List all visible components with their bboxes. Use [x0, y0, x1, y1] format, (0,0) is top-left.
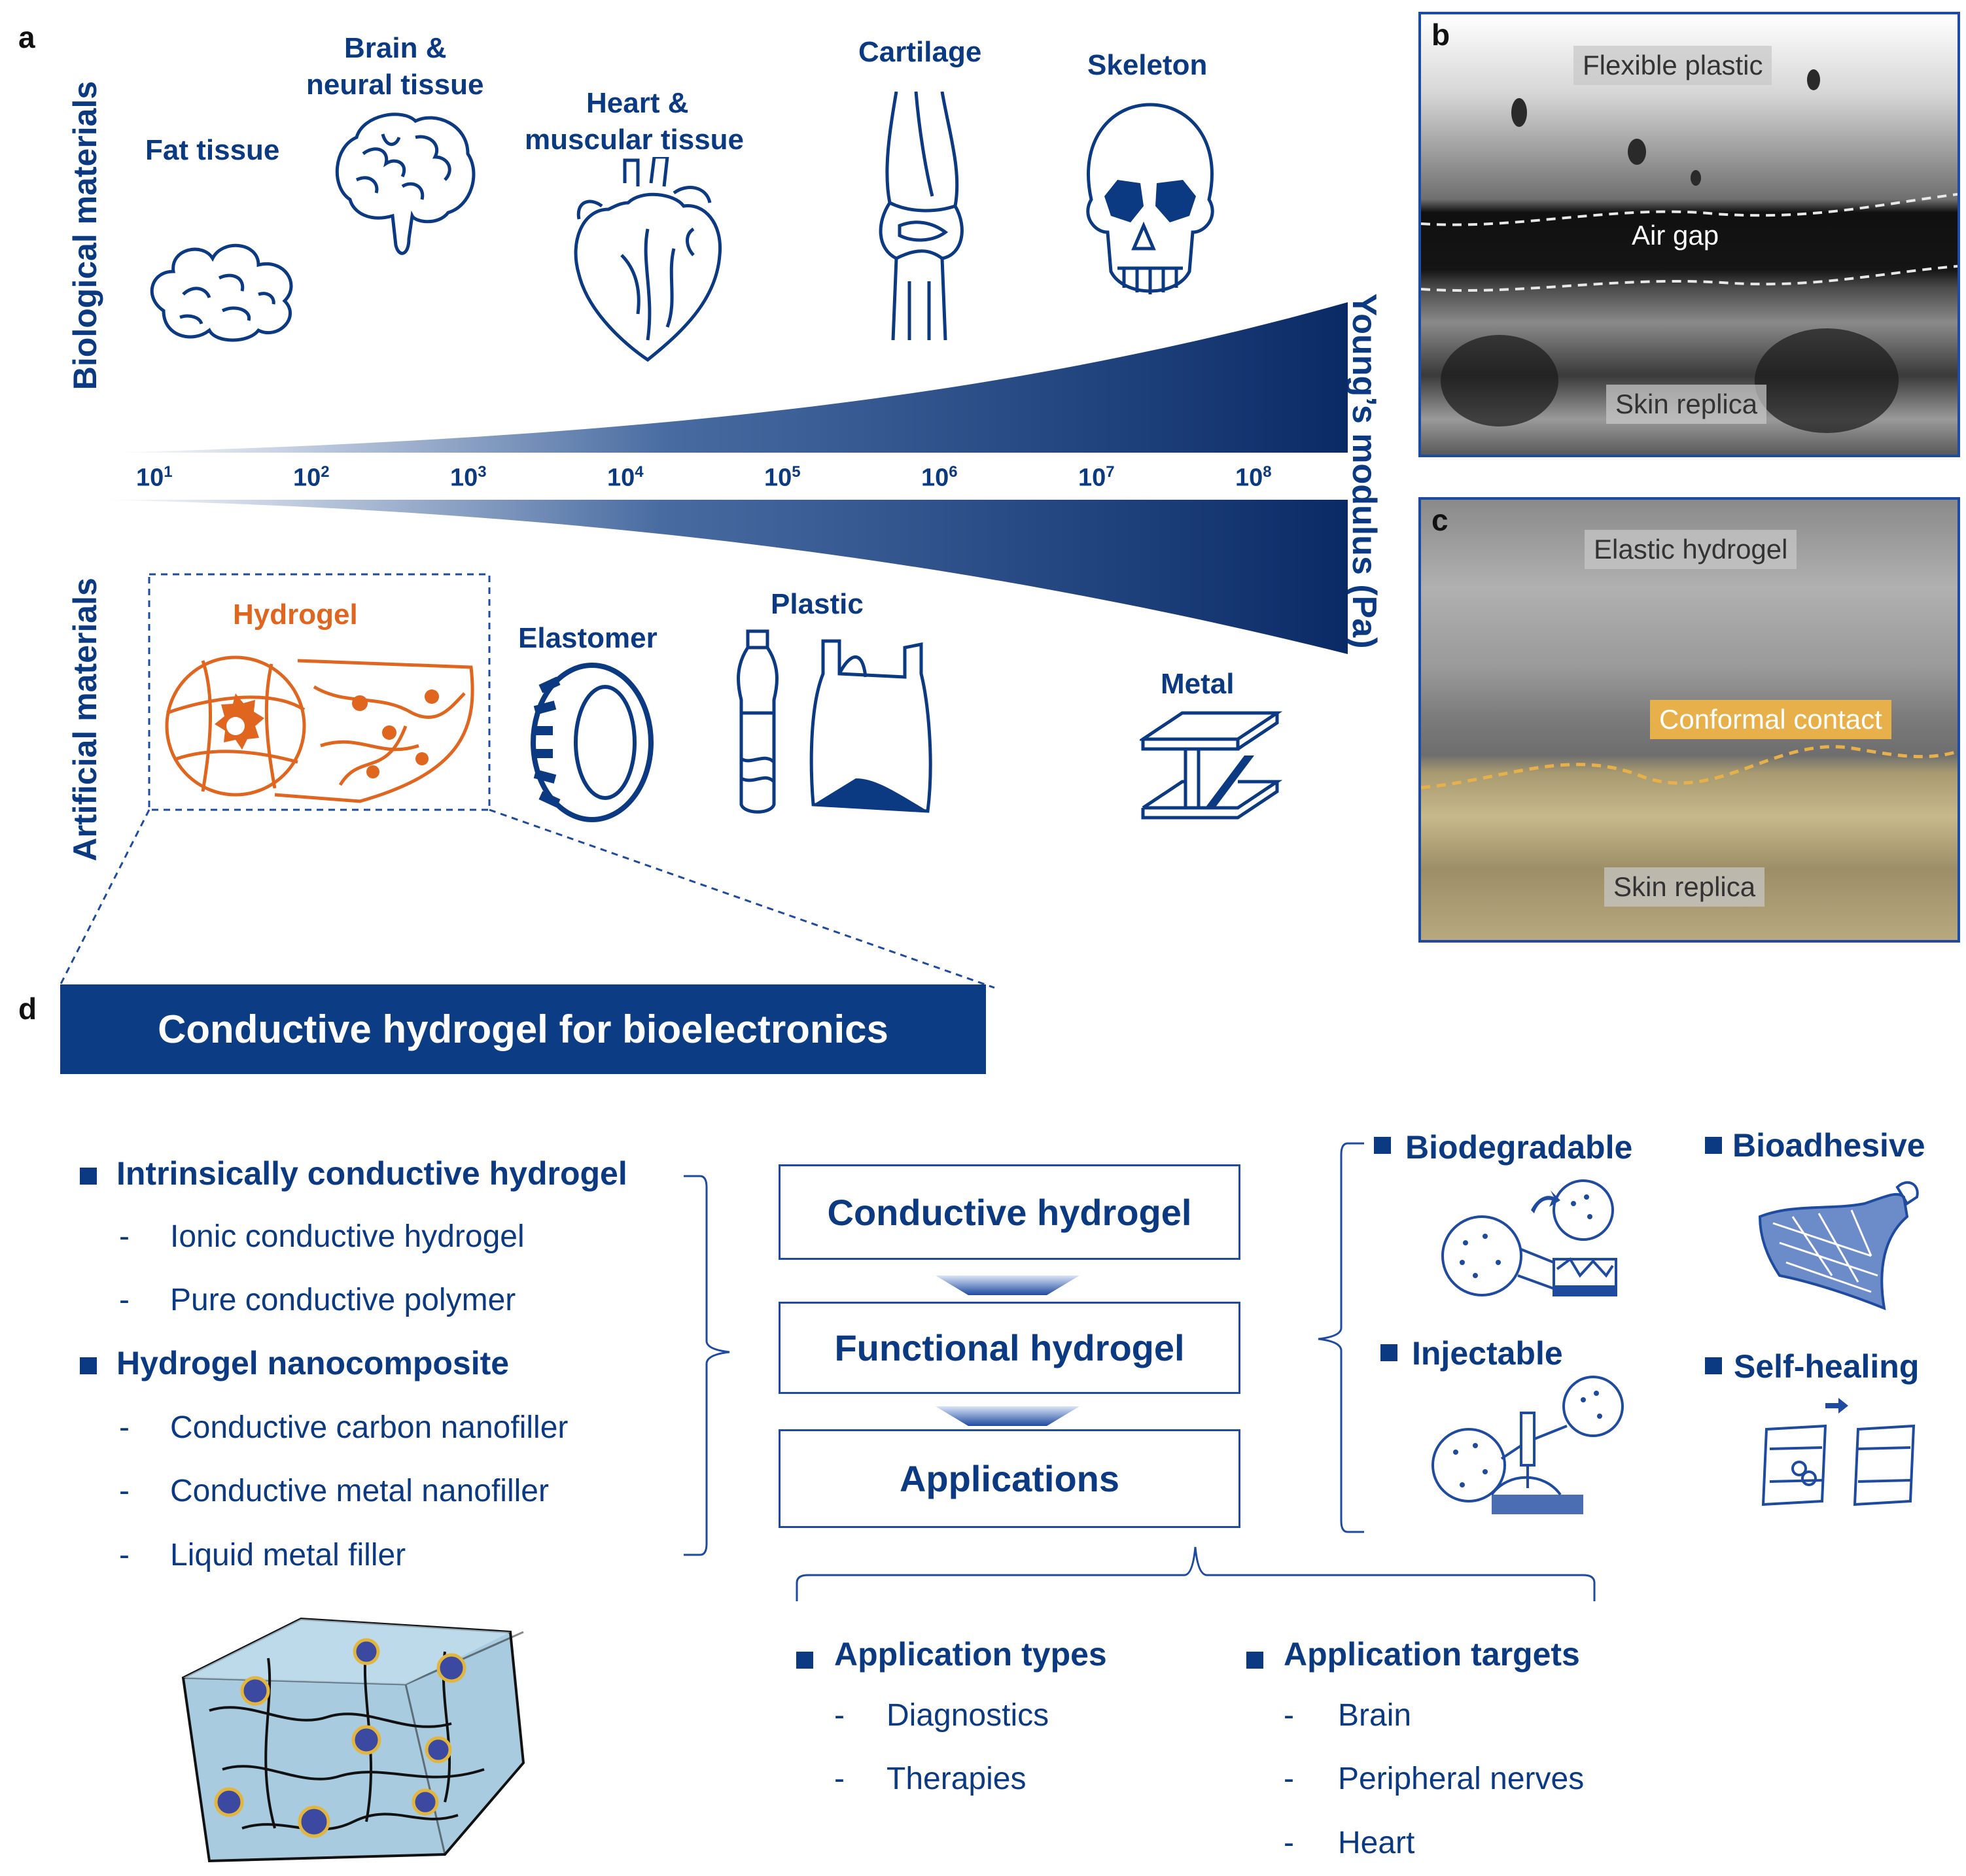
liquid-metal-item: Liquid metal filler: [170, 1538, 406, 1572]
panel-d-banner: Conductive hydrogel for bioelectronics: [60, 984, 986, 1074]
brain-label-line2: neural tissue: [306, 69, 484, 101]
brain-icon: [335, 113, 476, 255]
tire-icon: [531, 663, 654, 822]
skeleton-label: Skeleton: [1087, 49, 1208, 81]
skin-replica-label-b: Skin replica: [1606, 385, 1767, 424]
heart-label-line2: muscular tissue: [525, 124, 745, 156]
diagnostics-item: Diagnostics: [886, 1698, 1049, 1733]
air-gap-label: Air gap: [1632, 220, 1719, 251]
hydrogel-zoom-box: [58, 573, 995, 989]
heart-icon: [574, 157, 722, 362]
application-types-heading: Application types: [834, 1636, 1107, 1673]
panel-letter-d: d: [18, 992, 37, 1026]
feature-bioadhesive: Bioadhesive: [1732, 1127, 1925, 1164]
nanocomposite-heading: Hydrogel nanocomposite: [116, 1345, 510, 1381]
cartilage-knee-icon: [879, 92, 964, 340]
hydrogel-label: Hydrogel: [233, 599, 358, 631]
flexible-plastic-label: Flexible plastic: [1573, 46, 1772, 85]
metal-ibeam-icon: [1140, 711, 1283, 820]
hydrogel-nanocomposite-icon: [181, 1617, 525, 1863]
tick-1e8: 108: [1235, 463, 1272, 492]
feature-biodegradable: Biodegradable: [1405, 1129, 1633, 1166]
bottom-brace: [796, 1546, 1596, 1601]
tick-1e3: 103: [450, 463, 487, 492]
application-targets-heading: Application targets: [1284, 1636, 1580, 1673]
bullet-icon: [1705, 1137, 1722, 1154]
conformal-contact-boundary: [1421, 745, 1957, 790]
dash-marker: -: [119, 1219, 130, 1254]
dash-marker: -: [119, 1538, 130, 1572]
tick-1e4: 104: [607, 463, 644, 492]
hydrogel-network-icon: [165, 655, 474, 803]
feature-injectable: Injectable: [1412, 1335, 1563, 1372]
dash-marker: -: [119, 1283, 130, 1317]
dash-marker: -: [834, 1698, 845, 1733]
intrinsic-conductive-heading: Intrinsically conductive hydrogel: [116, 1155, 627, 1192]
tick-1e7: 107: [1078, 463, 1115, 492]
self-healing-icon: [1761, 1398, 1916, 1506]
metal-label: Metal: [1161, 668, 1235, 700]
flow-arrow-1: [936, 1276, 1080, 1295]
brain-target-item: Brain: [1338, 1698, 1412, 1733]
flow-applications: Applications: [779, 1429, 1240, 1528]
bullet-icon: [1705, 1357, 1722, 1374]
dash-marker: -: [1284, 1698, 1294, 1733]
panel-letter-c: c: [1431, 503, 1448, 537]
tick-1e6: 106: [921, 463, 958, 492]
panel-b-sem-image: [1418, 12, 1960, 457]
bullet-icon: [80, 1168, 97, 1185]
panel-letter-b: b: [1431, 18, 1450, 52]
skin-replica-label-c: Skin replica: [1604, 867, 1765, 907]
conformal-contact-label: Conformal contact: [1650, 700, 1891, 739]
modulus-wedges: [98, 302, 1348, 654]
tick-1e1: 101: [136, 463, 173, 492]
top-wedge: [111, 302, 1348, 453]
bullet-icon: [1380, 1344, 1397, 1361]
bioadhesive-icon: [1758, 1181, 1919, 1311]
brain-label-line1: Brain &: [344, 32, 447, 64]
bullet-icon: [1246, 1652, 1263, 1669]
biodegradable-icon: [1441, 1179, 1617, 1296]
feature-self-healing: Self-healing: [1734, 1348, 1920, 1385]
tick-1e5: 105: [764, 463, 801, 492]
panel-letter-a: a: [18, 20, 35, 54]
dash-marker: -: [834, 1762, 845, 1796]
bullet-icon: [1374, 1137, 1391, 1154]
fat-tissue-label: Fat tissue: [145, 134, 280, 166]
air-gap-boundaries: [1421, 69, 1957, 433]
injectable-icon: [1431, 1376, 1624, 1514]
peripheral-nerves-item: Peripheral nerves: [1338, 1762, 1585, 1796]
pure-polymer-item: Pure conductive polymer: [170, 1283, 516, 1317]
dash-marker: -: [1284, 1762, 1294, 1796]
left-brace: [684, 1175, 730, 1556]
elastic-hydrogel-label: Elastic hydrogel: [1585, 530, 1797, 569]
plastic-bottle-bag-icon: [737, 629, 932, 814]
flow-functional-hydrogel: Functional hydrogel: [779, 1302, 1240, 1394]
flow-arrow-2: [936, 1406, 1080, 1426]
bullet-icon: [80, 1357, 97, 1374]
right-brace: [1318, 1142, 1364, 1533]
skeleton-skull-icon: [1086, 103, 1214, 294]
ionic-conductive-item: Ionic conductive hydrogel: [170, 1219, 525, 1254]
therapies-item: Therapies: [886, 1762, 1027, 1796]
bullet-icon: [796, 1652, 813, 1669]
cartilage-label: Cartilage: [858, 36, 982, 68]
carbon-nanofiller-item: Conductive carbon nanofiller: [170, 1410, 569, 1445]
flow-conductive-hydrogel: Conductive hydrogel: [779, 1164, 1240, 1260]
tick-1e2: 102: [293, 463, 330, 492]
elastomer-label: Elastomer: [518, 622, 658, 654]
metal-nanofiller-item: Conductive metal nanofiller: [170, 1474, 549, 1508]
plastic-label: Plastic: [771, 588, 864, 620]
heart-label-line1: Heart &: [586, 87, 689, 119]
fat-tissue-icon: [150, 243, 293, 342]
heart-target-item: Heart: [1338, 1826, 1415, 1860]
bottom-wedge: [98, 500, 1348, 654]
dash-marker: -: [1284, 1826, 1294, 1860]
dash-marker: -: [119, 1410, 130, 1445]
dash-marker: -: [119, 1474, 130, 1508]
